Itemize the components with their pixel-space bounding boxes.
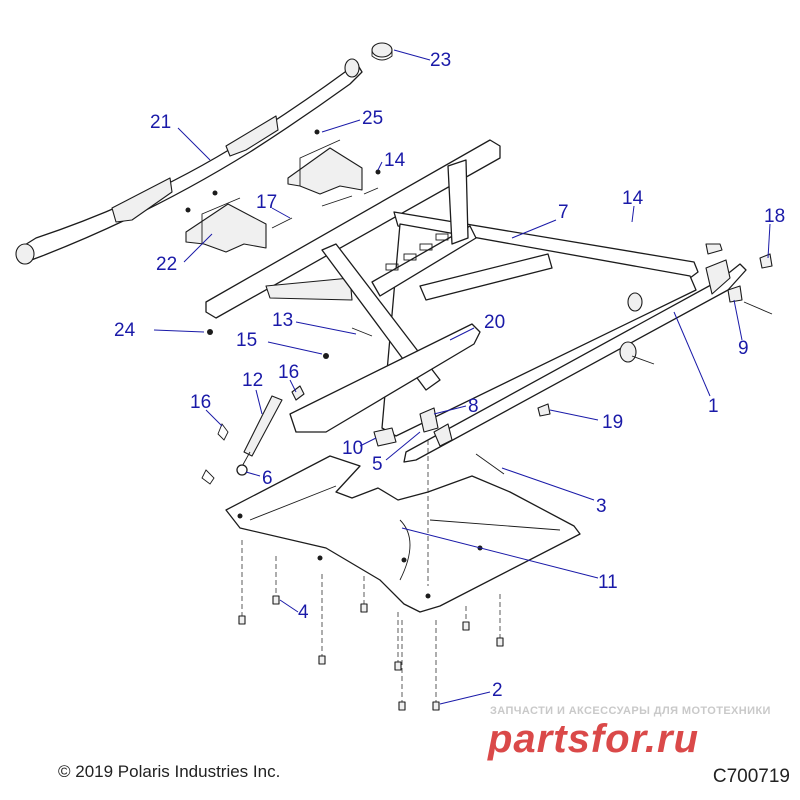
- callout-10: 10: [342, 438, 363, 459]
- main-frame-part: [205, 139, 699, 437]
- callout-3: 3: [596, 496, 607, 517]
- callout-11: 11: [598, 572, 618, 593]
- watermark-logo: partsfor.ru: [487, 717, 699, 761]
- callout-18: 17: [256, 192, 277, 213]
- callout-14a: 14: [384, 150, 406, 171]
- upper-bracket-part: [287, 139, 363, 195]
- callout-20: 19: [602, 412, 623, 433]
- clip-hardware: [201, 423, 229, 485]
- svg-text:partsfor.ru: partsfor.ru: [487, 717, 699, 761]
- copyright-text: © 2019 Polaris Industries Inc.: [58, 762, 281, 781]
- callout-17: 16: [278, 362, 299, 383]
- callout-9: 9: [738, 338, 749, 359]
- callout-15: 15: [236, 330, 257, 351]
- callout-1: 1: [708, 396, 719, 417]
- bushing-hardware: [373, 253, 773, 475]
- callout-25: 24: [114, 320, 136, 341]
- center-skid-part: [289, 323, 481, 433]
- stabilizer-bar-part: [403, 243, 747, 463]
- callout-26: 25: [362, 108, 383, 129]
- callout-14b: 14: [622, 188, 644, 209]
- callout-numbers: 23 21 25 14 17 14 7 18 22 13 20 24 15 9 …: [114, 50, 785, 701]
- watermark-tagline: ЗАПЧАСТИ И АКСЕССУАРЫ ДЛЯ МОТОТЕХНИКИ: [490, 705, 771, 717]
- gas-strut-part: [236, 385, 305, 476]
- callout-leaders: [153, 49, 771, 705]
- callout-4: 4: [298, 602, 309, 623]
- callout-6: 6: [262, 468, 273, 489]
- callout-24: 23: [430, 50, 451, 71]
- callout-13: 13: [272, 310, 293, 331]
- callout-19: 18: [764, 206, 785, 227]
- end-cap-part: [371, 42, 393, 61]
- fastener-lines: [238, 440, 504, 711]
- pin-hardware: [207, 327, 373, 359]
- callout-12: 12: [242, 370, 263, 391]
- callout-7: 7: [558, 202, 569, 223]
- skid-plate-part: [225, 455, 581, 613]
- callout-22: 21: [150, 112, 171, 133]
- bumper-tube-part: [15, 58, 363, 265]
- callout-8: 8: [468, 396, 479, 417]
- callout-21: 20: [484, 312, 505, 333]
- callout-2: 2: [492, 680, 503, 701]
- callout-23: 22: [156, 254, 177, 275]
- lower-bracket-part: [185, 197, 267, 253]
- callout-16b: 16: [190, 392, 211, 413]
- bracket-hardware: [185, 129, 381, 229]
- frame-slots: [385, 233, 449, 271]
- callout-5: 5: [372, 454, 383, 475]
- diagram-code: C700719: [712, 766, 790, 787]
